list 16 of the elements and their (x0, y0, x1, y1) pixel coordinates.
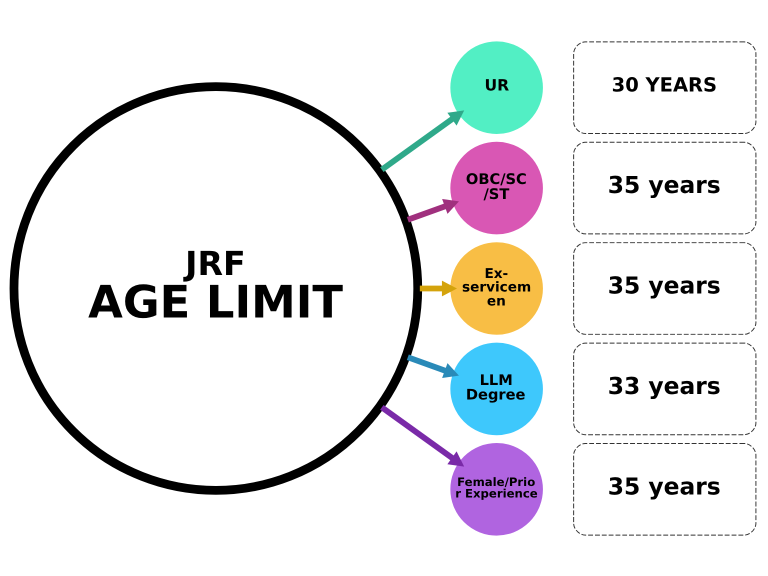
node-circle: OBC/SC /ST (450, 141, 543, 234)
arrow (380, 110, 464, 172)
arrow (406, 354, 459, 378)
node-box: 35 years (573, 141, 756, 234)
node-box: 35 years (573, 242, 756, 334)
arrow (380, 404, 464, 466)
node-circle: Ex- servicem en (450, 242, 543, 334)
node-box: 35 years (573, 442, 756, 536)
node-circle: UR (450, 40, 543, 134)
node-box: 30 YEARS (573, 40, 756, 134)
arrow (406, 198, 459, 222)
node-circle: LLM Degree (450, 342, 543, 435)
node-circle: JRF AGE LIMIT (10, 82, 422, 494)
arrow (420, 280, 457, 296)
node-circle: Female/Prio r Experience (450, 442, 543, 536)
node-box: 33 years (573, 342, 756, 435)
